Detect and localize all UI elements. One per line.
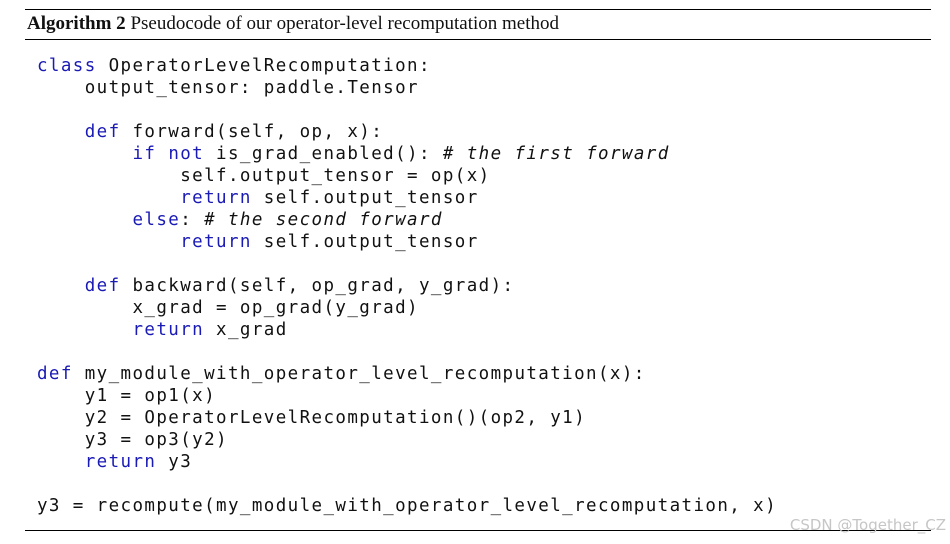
code-text <box>37 210 133 230</box>
code-comment: # the second forward <box>204 210 443 230</box>
code-text <box>156 144 168 164</box>
code-line: output_tensor: paddle.Tensor <box>37 77 777 99</box>
code-text: y3 = op3(y2) <box>37 430 228 450</box>
code-text <box>37 276 85 296</box>
code-keyword: else <box>132 210 181 230</box>
code-line: x_grad = op_grad(y_grad) <box>37 297 777 319</box>
code-text: forward(self, op, x): <box>120 122 384 142</box>
code-line: y2 = OperatorLevelRecomputation()(op2, y… <box>37 407 777 429</box>
algorithm-label: Algorithm 2 <box>27 13 126 34</box>
code-line: y3 = recompute(my_module_with_operator_l… <box>37 495 777 517</box>
code-line: return y3 <box>37 451 777 473</box>
code-line: y3 = op3(y2) <box>37 429 777 451</box>
code-text: self.output_tensor <box>251 188 479 208</box>
code-keyword: return <box>84 452 157 472</box>
code-text <box>37 144 133 164</box>
algorithm-caption: Algorithm 2 Pseudocode of our operator-l… <box>27 13 559 35</box>
code-text: y1 = op1(x) <box>37 386 217 406</box>
code-line: return self.output_tensor <box>37 231 777 253</box>
code-line <box>37 253 777 275</box>
code-keyword: if <box>132 144 157 164</box>
code-text <box>37 188 180 208</box>
code-text: x_grad <box>204 320 288 340</box>
code-line: y1 = op1(x) <box>37 385 777 407</box>
code-text: y2 = OperatorLevelRecomputation()(op2, y… <box>37 408 587 428</box>
code-keyword: return <box>180 232 252 252</box>
code-text <box>37 452 85 472</box>
code-line: def my_module_with_operator_level_recomp… <box>37 363 777 385</box>
bottom-rule <box>25 530 931 531</box>
code-keyword: class <box>37 56 97 76</box>
code-text: is_grad_enabled(): <box>204 144 443 164</box>
code-line: class OperatorLevelRecomputation: <box>37 55 777 77</box>
code-text: : <box>180 210 205 230</box>
code-line <box>37 341 777 363</box>
code-text: output_tensor: paddle.Tensor <box>37 78 419 98</box>
code-comment: # the first forward <box>442 144 670 164</box>
code-keyword: def <box>84 276 121 296</box>
caption-rule <box>25 39 931 40</box>
code-text <box>37 122 85 142</box>
code-text: x_grad = op_grad(y_grad) <box>37 298 419 318</box>
code-text <box>37 320 133 340</box>
code-line: self.output_tensor = op(x) <box>37 165 777 187</box>
code-keyword: return <box>180 188 252 208</box>
code-text: backward(self, op_grad, y_grad): <box>120 276 515 296</box>
code-text: y3 <box>156 452 193 472</box>
code-text: self.output_tensor <box>251 232 479 252</box>
watermark: CSDN @Together_CZ <box>789 516 946 534</box>
code-line: return self.output_tensor <box>37 187 777 209</box>
code-text: y3 = recompute(my_module_with_operator_l… <box>37 496 778 516</box>
code-line: def forward(self, op, x): <box>37 121 777 143</box>
code-line <box>37 99 777 121</box>
code-line <box>37 473 777 495</box>
code-text: my_module_with_operator_level_recomputat… <box>72 364 646 384</box>
code-line: if not is_grad_enabled(): # the first fo… <box>37 143 777 165</box>
code-keyword: not <box>168 144 205 164</box>
code-text: self.output_tensor = op(x) <box>37 166 491 186</box>
code-line: return x_grad <box>37 319 777 341</box>
code-text <box>37 232 180 252</box>
code-text: OperatorLevelRecomputation: <box>96 56 431 76</box>
code-keyword: def <box>37 364 73 384</box>
code-line: def backward(self, op_grad, y_grad): <box>37 275 777 297</box>
code-block: class OperatorLevelRecomputation: output… <box>37 55 777 517</box>
code-keyword: return <box>132 320 205 340</box>
algorithm-title: Pseudocode of our operator-level recompu… <box>125 13 560 34</box>
code-line: else: # the second forward <box>37 209 777 231</box>
top-rule <box>25 9 931 10</box>
code-keyword: def <box>84 122 121 142</box>
